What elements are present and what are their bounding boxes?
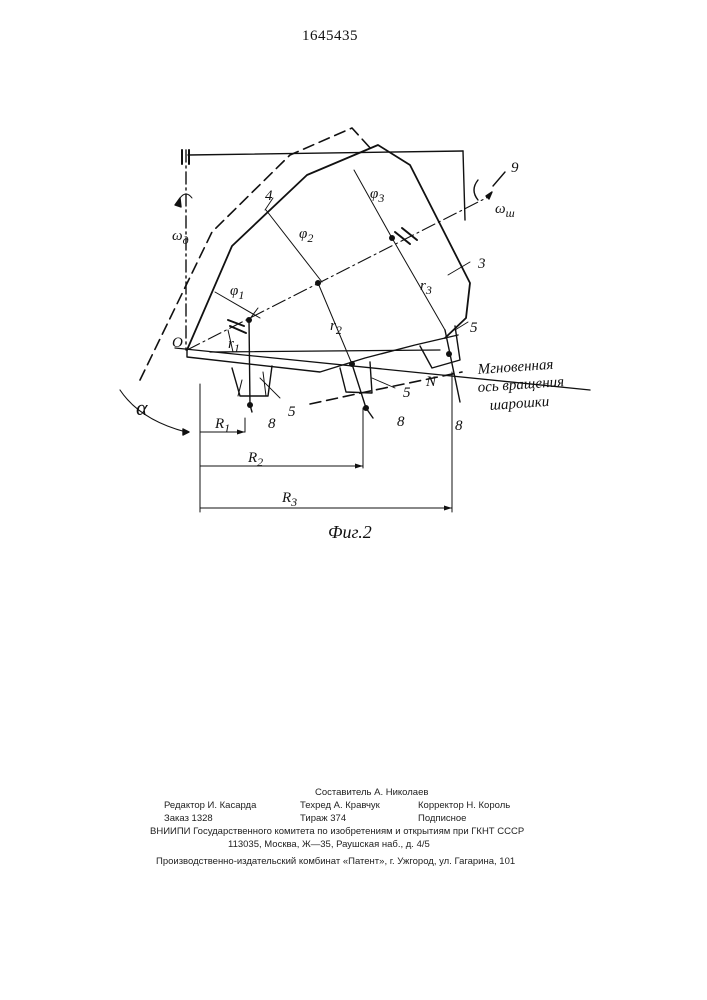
imprint-subscription: Подписное [418,812,466,825]
top-line [188,151,463,155]
imprint-block: Составитель А. Николаев Редактор И. Каса… [150,786,590,868]
label-N: N [425,374,437,390]
label-5-right: 5 [470,320,478,336]
label-alpha: α [136,395,148,420]
imprint-plant: Производственно-издательский комбинат «П… [156,855,515,868]
label-5-mid: 5 [403,385,411,401]
insert-left [232,366,272,396]
label-9: 9 [511,160,519,176]
label-R3: R3 [281,490,297,509]
label-3: 3 [477,256,486,272]
imprint-corrector: Корректор Н. Король [418,799,510,812]
label-O: O [172,335,183,351]
label-5-left: 5 [288,404,296,420]
instant-axis-caption: Мгновенная ось вращения шарошки [476,357,564,414]
imprint-compiler: Составитель А. Николаев [315,786,428,799]
imprint-vniipi: ВНИИПИ Государственного комитета по изоб… [150,825,524,838]
figure-caption: Фиг.2 [328,522,372,542]
label-omega-sh: ωш [495,201,515,220]
imprint-editor: Редактор И. Касарда [164,799,256,812]
label-8-mid: 8 [397,414,405,430]
imprint-circulation: Тираж 374 [300,812,346,825]
axis-caption-line3: шарошки [489,394,550,414]
imprint-techred: Техред А. Кравчук [300,799,380,812]
figure-2-drawing: ωд 9 ωш 4 3 φ1 φ2 φ3 r1 r2 r3 O N 5 5 5 … [0,0,707,560]
label-8-left: 8 [268,416,276,432]
label-4: 4 [265,188,273,204]
label-8-right: 8 [455,418,463,434]
alpha-arc [120,390,186,432]
dashed-contour [140,128,462,404]
axis-caption-line2: ось вращения [477,374,564,396]
label-r2: r2 [330,318,342,337]
label-omega-d: ωд [172,228,189,247]
label-phi-2: φ2 [299,226,313,245]
label-phi-1: φ1 [230,283,244,302]
cutter-body [187,145,470,350]
insert-right [420,326,460,368]
imprint-order: Заказ 1328 [164,812,213,825]
label-r3: r3 [420,278,432,297]
imprint-address: 113035, Москва, Ж—35, Раушская наб., д. … [228,838,430,851]
